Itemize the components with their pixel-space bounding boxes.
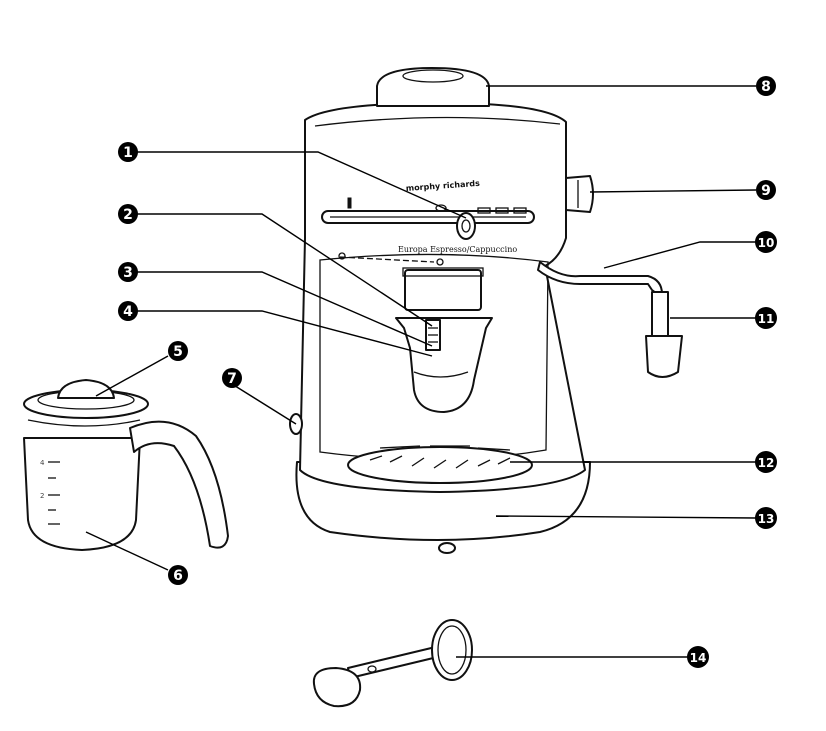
espresso-machine: morphy richards Europa Espresso/Cappucci… [289,67,683,554]
jug-body [23,437,141,551]
model-label: Europa Espresso/Cappuccino [398,245,517,254]
callout-9: 9 [756,180,776,200]
drip-tray [347,446,533,484]
jug-lid-knob [57,379,115,399]
callout-5-label: 5 [173,344,183,360]
callout-13: 13 [755,507,777,529]
callout-11-label: 11 [758,312,775,326]
callout-3-label: 3 [123,265,133,281]
water-tank-cap [376,67,490,107]
callout-9-label: 9 [761,183,771,199]
callout-11: 11 [755,307,777,329]
tamper-disc [431,619,473,681]
callout-10: 10 [755,231,777,253]
callout-1: 1 [118,142,138,162]
callout-2: 2 [118,204,138,224]
jug-handle [129,420,229,549]
callout-12: 12 [755,451,777,473]
callout-6: 6 [168,565,188,585]
callout-7: 7 [222,368,242,388]
callout-1-label: 1 [123,145,133,161]
callout-6-label: 6 [173,568,183,584]
callout-7-label: 7 [227,371,237,387]
callout-10-label: 10 [758,236,775,250]
jug-scale [48,461,60,525]
control-knob [456,212,476,240]
frothing-tip [645,335,683,378]
callout-14: 14 [687,646,709,668]
callout-12-label: 12 [758,456,775,470]
callout-8-label: 8 [761,79,771,95]
callout-14-label: 14 [690,651,707,665]
steam-control-knob [565,175,594,213]
callout-8: 8 [756,76,776,96]
brew-head [404,269,482,311]
jug-scale-4: 4 [40,459,45,467]
callout-4-label: 4 [123,304,133,320]
callout-13-label: 13 [758,512,775,526]
callout-4: 4 [118,301,138,321]
glass-jug: 4 2 [23,379,229,551]
callout-5: 5 [168,341,188,361]
measuring-scoop [312,619,473,708]
drip-tray-slots [369,445,511,469]
steam-wand [537,261,663,297]
scoop-bowl [312,667,362,708]
callout-2-label: 2 [123,207,133,223]
frothing-nozzle [651,291,669,337]
jug-scale-2: 2 [40,492,44,500]
leader-lines [85,85,757,658]
callout-3: 3 [118,262,138,282]
base-foot [438,542,456,554]
